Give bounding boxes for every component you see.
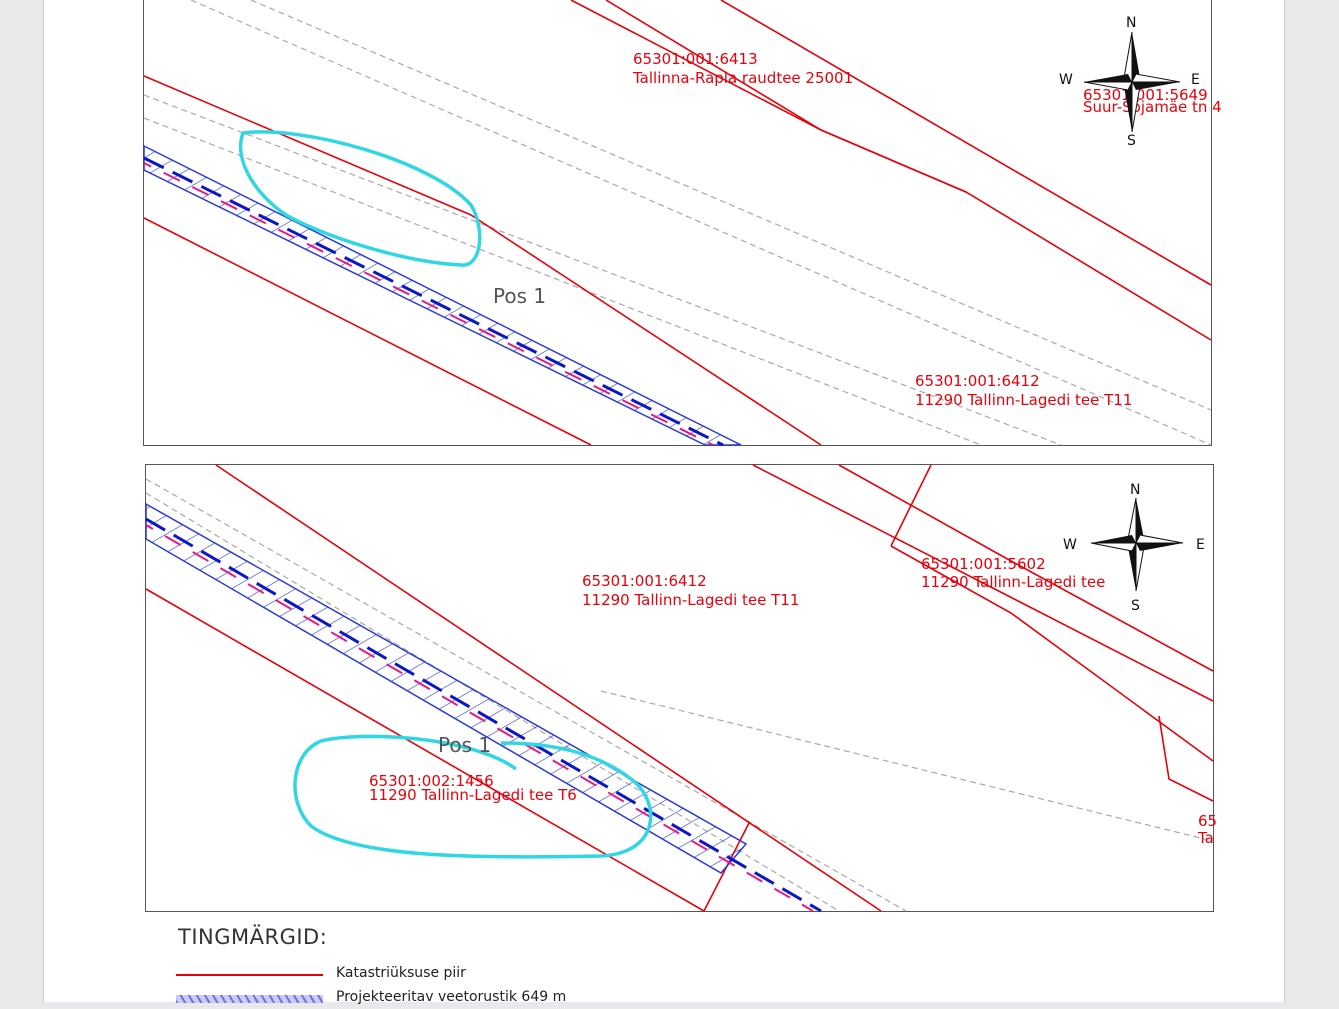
map-panel-bottom: Pos 1 65301:001:6412 11290 Tallinn-Laged… <box>145 464 1217 913</box>
map-drawing-top: Pos 1 65301:001:6413 Tallinna-Rapla raud… <box>143 0 1222 447</box>
compass-rose-icon: N S W E <box>1063 482 1205 614</box>
parcel-id-label: 65 <box>1198 812 1217 830</box>
parcel-id-label: 65301:001:5602 <box>921 555 1046 573</box>
position-label: Pos 1 <box>438 733 491 757</box>
parcel-id-label: 65301:002:1456 <box>369 772 494 790</box>
parcel-name-label: 11290 Tallinn-Lagedi tee <box>921 573 1105 591</box>
compass-south-label: S <box>1127 133 1136 149</box>
legend-item-water-pipe: Projekteeritav veetorustik 649 m <box>176 989 876 1009</box>
compass-rose-icon: N S W E <box>1059 15 1200 149</box>
legend-item-label: Projekteeritav veetorustik 649 m <box>336 989 567 1005</box>
pipeline-corridor <box>143 144 742 447</box>
compass-north-label: N <box>1126 15 1136 31</box>
parcel-name-label: Ta <box>1197 829 1214 847</box>
parcel-id-label: 65301:001:6412 <box>915 372 1040 390</box>
red-line-icon <box>176 974 323 976</box>
parcel-id-label: 65301:001:6413 <box>633 50 758 68</box>
parcel-id-label: 65301:001:5649 <box>1083 86 1208 104</box>
cyan-annotation-ellipse <box>293 734 653 859</box>
map-legend: TINGMÄRGID: Katastriüksuse piir Projekte… <box>176 925 878 1005</box>
compass-east-label: E <box>1196 537 1205 553</box>
parcel-name-label: Tallinna-Rapla raudtee 25001 <box>632 69 853 87</box>
compass-west-label: W <box>1063 537 1077 553</box>
parcel-name-label: Suur-Sõjamäe tn 4 <box>1083 98 1222 116</box>
parcel-boundaries <box>143 0 1212 446</box>
parcel-boundaries <box>145 464 1214 912</box>
parcel-name-label: 11290 Tallinn-Lagedi tee T11 <box>582 591 799 609</box>
parcel-name-label: 11290 Tallinn-Lagedi tee T6 <box>369 786 577 804</box>
map-panel-top: Pos 1 65301:001:6413 Tallinna-Rapla raud… <box>143 0 1222 447</box>
compass-north-label: N <box>1130 482 1140 498</box>
blue-hatch-icon <box>176 995 323 1003</box>
parcel-id-label: 65301:001:6412 <box>582 572 707 590</box>
position-label: Pos 1 <box>493 284 546 308</box>
road-dashed-lines <box>143 0 1212 446</box>
compass-east-label: E <box>1191 72 1200 88</box>
legend-item-parcel-boundary: Katastriüksuse piir <box>176 965 876 985</box>
compass-south-label: S <box>1131 598 1140 614</box>
pipeline-corridor <box>145 502 822 913</box>
compass-west-label: W <box>1059 72 1073 88</box>
legend-title: TINGMÄRGID: <box>178 925 328 949</box>
parcel-name-label: 11290 Tallinn-Lagedi tee T11 <box>915 391 1132 409</box>
cyan-annotation-ellipse <box>238 130 482 267</box>
legend-item-label: Katastriüksuse piir <box>336 965 466 981</box>
map-drawing-bottom: Pos 1 65301:001:6412 11290 Tallinn-Laged… <box>145 464 1217 913</box>
